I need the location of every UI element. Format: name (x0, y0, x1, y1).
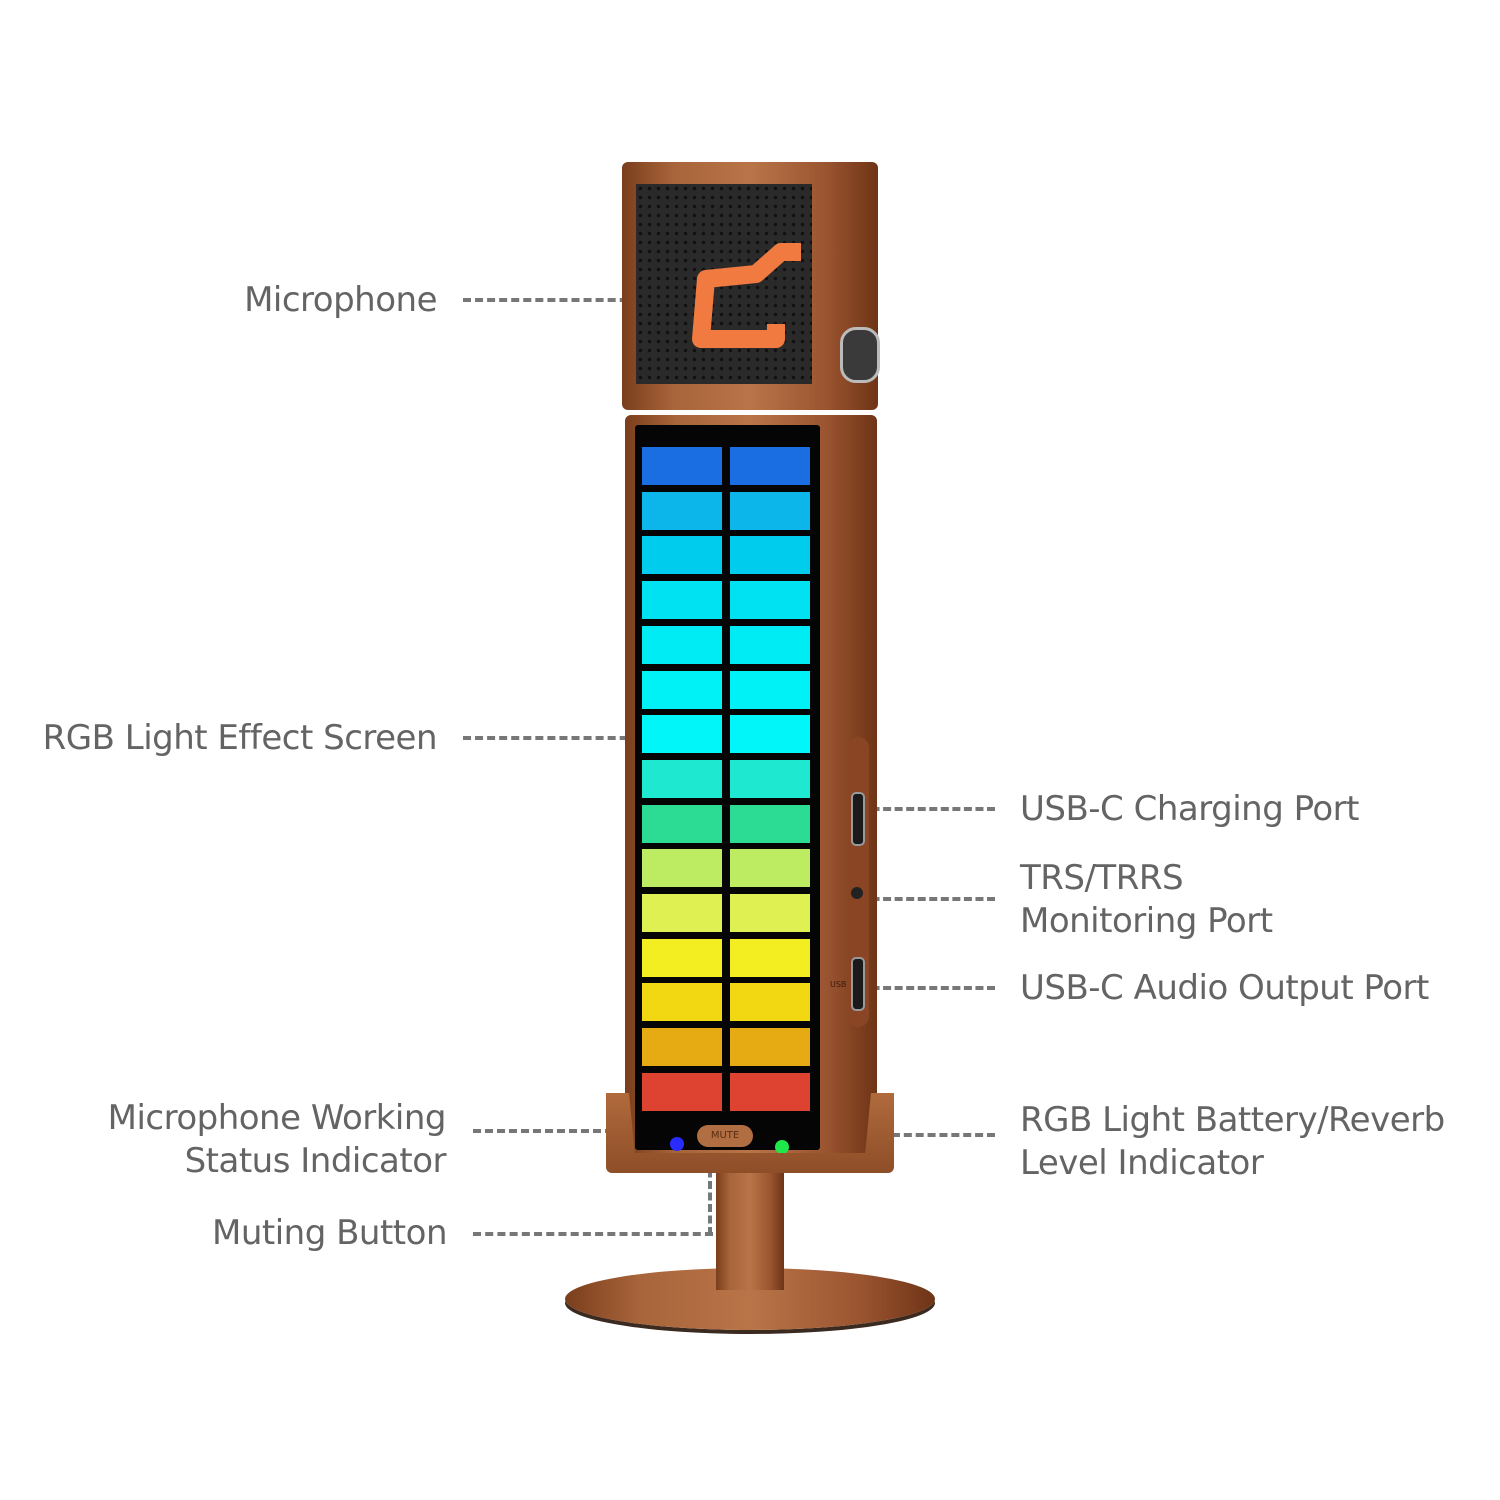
label-line: RGB Light Battery/Reverb (1020, 1100, 1445, 1140)
head-knob[interactable] (840, 327, 880, 383)
label-rgb-battery-indicator: RGB Light Battery/Reverb Level Indicator (1020, 1099, 1445, 1185)
trs-monitoring-port[interactable] (851, 887, 863, 899)
label-line: Monitoring Port (1020, 901, 1273, 941)
mic-status-led (670, 1137, 684, 1151)
screen-light-segment (730, 625, 810, 664)
leader-line-muting-vertical (708, 1135, 712, 1235)
screen-light-segment (642, 581, 722, 620)
screen-light-segment (730, 894, 810, 932)
microphone-head (622, 162, 880, 410)
screen-light-segment (730, 1028, 810, 1067)
screen-light-segment (730, 938, 810, 977)
logo-c-icon (692, 243, 801, 348)
microphone-body: MUTE USB (625, 415, 877, 1167)
screen-light-segment (642, 983, 722, 1022)
screen-light-segment (642, 849, 722, 888)
label-line: Status Indicator (184, 1141, 447, 1181)
label-usb-charging: USB-C Charging Port (1020, 789, 1359, 829)
rgb-level-led (775, 1140, 789, 1154)
screen-light-segment (642, 894, 722, 932)
usb-port-text: USB (830, 980, 847, 989)
screen-light-segment (730, 849, 810, 888)
screen-light-segment (730, 759, 810, 798)
screen-light-segment (730, 1072, 810, 1111)
screen-light-segment (642, 715, 722, 754)
screen-light-segment (730, 581, 810, 620)
usb-c-charging-port[interactable] (851, 792, 865, 846)
leader-line-muting (473, 1232, 713, 1236)
leader-line-rgb-screen (463, 736, 688, 740)
rgb-light-effect-screen: MUTE (635, 425, 820, 1154)
screen-light-segment (730, 804, 810, 843)
screen-light-segment (642, 804, 722, 843)
screen-light-segment (642, 1028, 722, 1067)
screen-light-segment (730, 447, 810, 485)
label-usb-audio: USB-C Audio Output Port (1020, 968, 1429, 1008)
label-trs-port: TRS/TRRS Monitoring Port (1020, 857, 1273, 943)
screen-light-segment (730, 983, 810, 1022)
leader-line-trs (860, 897, 995, 901)
label-line: Level Indicator (1020, 1143, 1264, 1183)
label-rgb-screen: RGB Light Effect Screen (42, 718, 438, 758)
screen-light-segment (642, 670, 722, 709)
screen-light-segment (730, 491, 810, 530)
screen-light-segment (642, 536, 722, 575)
label-microphone: Microphone (244, 280, 437, 320)
mute-button[interactable]: MUTE (697, 1125, 753, 1147)
leader-line-usb-charging (860, 807, 995, 811)
microphone-grille (636, 184, 812, 384)
stand-pole (716, 1170, 784, 1290)
screen-light-segment (730, 536, 810, 575)
screen-light-segment (642, 1072, 722, 1111)
label-mic-status-indicator: Microphone Working Status Indicator (107, 1097, 447, 1183)
screen-light-segment (642, 625, 722, 664)
usb-c-audio-output-port[interactable] (851, 957, 865, 1011)
label-muting-button: Muting Button (212, 1213, 448, 1253)
screen-light-segment (642, 759, 722, 798)
leader-line-microphone (463, 298, 688, 302)
screen-light-segment (642, 447, 722, 485)
port-panel (847, 737, 869, 1027)
screen-light-segment (642, 938, 722, 977)
screen-light-segment (730, 715, 810, 754)
screen-light-segment (730, 670, 810, 709)
label-line: Microphone Working (107, 1098, 447, 1138)
label-line: TRS/TRRS (1020, 858, 1184, 898)
leader-line-usb-audio (860, 986, 995, 990)
leader-line-mic-status (473, 1129, 673, 1133)
screen-light-segment (642, 491, 722, 530)
